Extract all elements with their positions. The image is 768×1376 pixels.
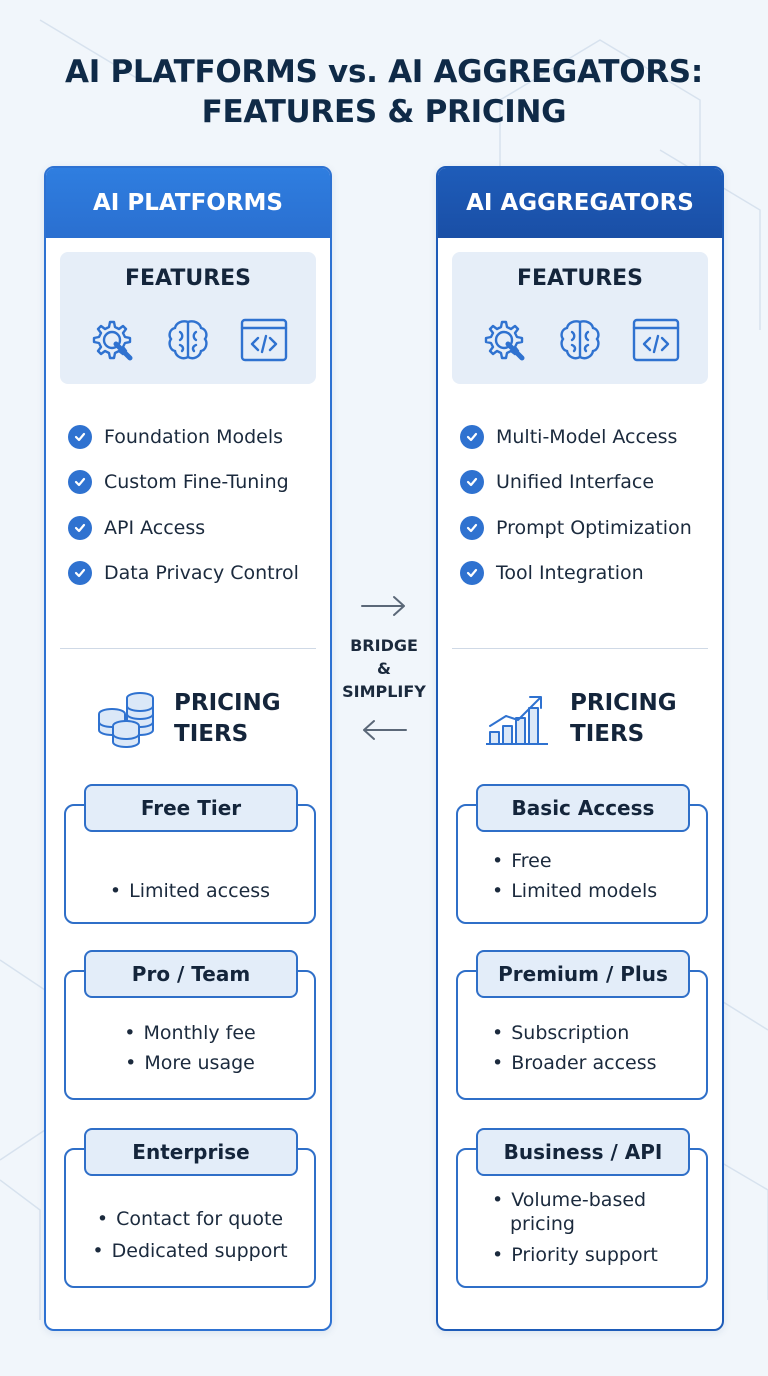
tier-item: •Priority support [492, 1244, 658, 1266]
list-item: Multi-Model Access [460, 414, 710, 460]
tier-item: •Volume-based [492, 1189, 647, 1211]
tier-card-premium-plus: Premium / Plus •Subscription •Broader ac… [456, 950, 708, 1100]
check-icon [68, 515, 92, 540]
section-divider [60, 648, 316, 649]
aggregators-header: AI AGGREGATORS [438, 168, 722, 238]
tier-card-business-api: Business / API •Volume-based pricing •Pr… [456, 1128, 708, 1288]
title-line-2: FEATURES & PRICING [201, 94, 567, 130]
arrow-left-icon [363, 720, 407, 740]
bridge-label: BRIDGE & SIMPLIFY [342, 636, 426, 701]
platforms-feature-list: Foundation Models Custom Fine-Tuning API… [68, 414, 318, 596]
tier-card-pro-team: Pro / Team •Monthly fee •More usage [64, 950, 316, 1100]
tier-card-free: Free Tier •Limited access [64, 784, 316, 924]
gear-wrench-icon [92, 320, 133, 361]
tier-label: Basic Access [476, 784, 690, 832]
check-icon [68, 561, 92, 586]
tier-item: •More usage [125, 1052, 255, 1074]
list-item: Tool Integration [460, 551, 710, 597]
tier-card-basic-access: Basic Access •Free •Limited models [456, 784, 708, 924]
list-item: Custom Fine-Tuning [68, 460, 318, 506]
platforms-pricing-heading: PRICING TIERS [46, 688, 330, 748]
aggregators-pricing-heading: PRICING TIERS [438, 688, 722, 748]
tier-label: Free Tier [84, 784, 298, 832]
tier-label: Premium / Plus [476, 950, 690, 998]
tier-label: Enterprise [84, 1128, 298, 1176]
tier-label: Pro / Team [84, 950, 298, 998]
platforms-header: AI PLATFORMS [46, 168, 330, 238]
coin-stack-icon [98, 692, 154, 748]
check-icon [460, 424, 484, 449]
bridge-connector: BRIDGE & SIMPLIFY [336, 590, 432, 750]
title-line-1: AI PLATFORMS vs. AI AGGREGATORS: [65, 54, 703, 90]
check-icon [460, 515, 484, 540]
brain-icon [560, 320, 600, 360]
check-icon [68, 470, 92, 495]
tier-item: •Monthly fee [124, 1022, 256, 1044]
aggregators-features-box: FEATURES [452, 252, 708, 384]
code-window-icon [240, 318, 288, 362]
platforms-column: AI PLATFORMS FEATURES [44, 166, 332, 1331]
features-title: FEATURES [516, 266, 644, 291]
tier-item: •Limited access [109, 880, 271, 902]
tier-card-enterprise: Enterprise •Contact for quote •Dedicated… [64, 1128, 316, 1288]
arrow-right-icon [361, 596, 405, 616]
pricing-title: PRICING TIERS [174, 690, 281, 747]
tier-item: •Free [492, 850, 552, 872]
platforms-features-box: FEATURES [60, 252, 316, 384]
check-icon [68, 424, 92, 449]
aggregators-feature-list: Multi-Model Access Unified Interface Pro… [460, 414, 710, 596]
gear-wrench-icon [484, 320, 525, 361]
tier-item: •Dedicated support [92, 1240, 288, 1262]
features-title: FEATURES [124, 266, 252, 291]
list-item: Foundation Models [68, 414, 318, 460]
code-window-icon [632, 318, 680, 362]
page-title: AI PLATFORMS vs. AI AGGREGATORS: FEATURE… [0, 52, 768, 132]
growth-chart-icon [486, 696, 548, 745]
check-icon [460, 470, 484, 495]
tier-label: Business / API [476, 1128, 690, 1176]
aggregators-column: AI AGGREGATORS FEATURES [436, 166, 724, 1331]
tier-item: •Subscription [492, 1022, 630, 1044]
check-icon [460, 561, 484, 586]
tier-item: •Limited models [492, 880, 658, 902]
tier-item: •Broader access [492, 1052, 657, 1074]
tier-item: •Contact for quote [96, 1208, 284, 1230]
brain-icon [168, 320, 208, 360]
section-divider [452, 648, 708, 649]
pricing-title: PRICING TIERS [570, 690, 677, 747]
list-item: Data Privacy Control [68, 551, 318, 597]
list-item: Prompt Optimization [460, 505, 710, 551]
list-item: Unified Interface [460, 460, 710, 506]
list-item: API Access [68, 505, 318, 551]
tier-item: pricing [510, 1213, 575, 1235]
